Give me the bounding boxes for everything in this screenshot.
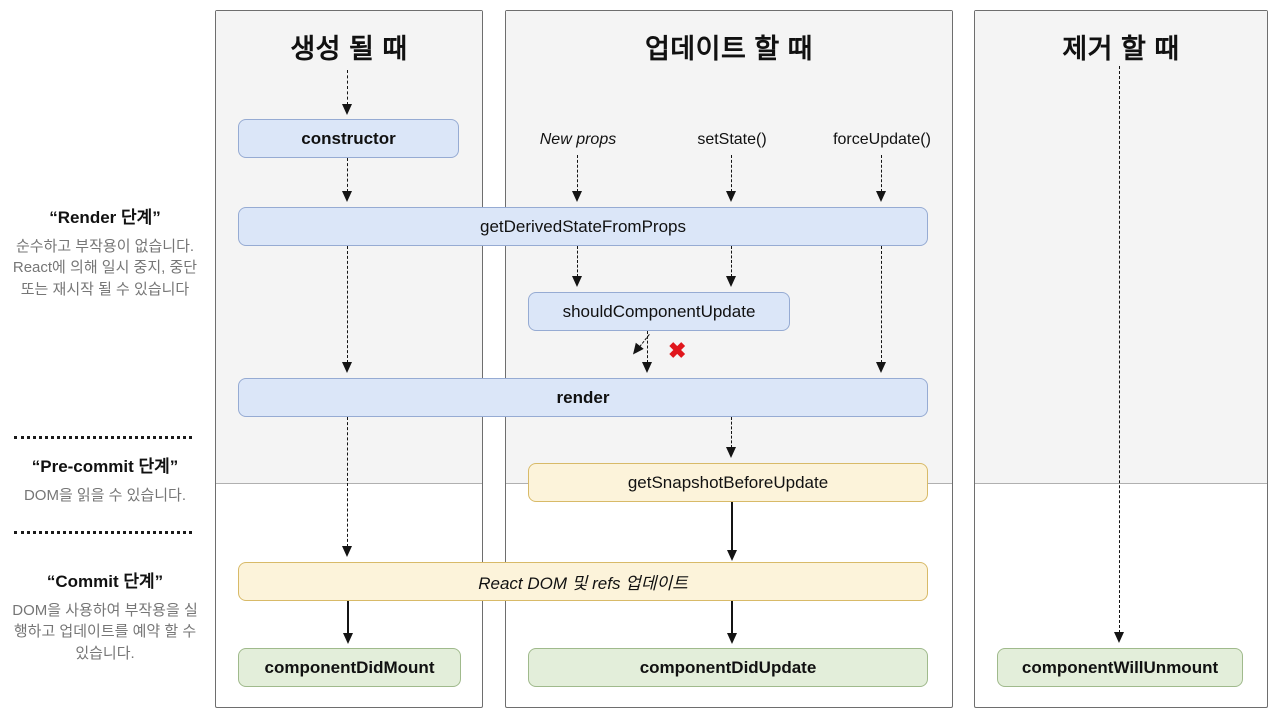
- arrow-constructor-to-gdsfp: [341, 158, 352, 202]
- method-shouldcomponentupdate[interactable]: shouldComponentUpdate: [528, 292, 790, 331]
- method-componentdidmount[interactable]: componentDidMount: [238, 648, 461, 687]
- method-constructor[interactable]: constructor: [238, 119, 459, 158]
- trigger-force-update: forceUpdate(): [833, 131, 931, 148]
- trigger-set-state: setState(): [697, 131, 767, 148]
- phase-render-label: “Render 단계” 순수하고 부작용이 없습니다. React에 의해 일시…: [10, 203, 200, 300]
- arrowhead-icon: [341, 104, 352, 115]
- arrowhead-icon: [342, 633, 353, 644]
- arrowhead-icon: [875, 191, 886, 202]
- arrow-newprops-to-gdsfp: [571, 155, 582, 202]
- method-getsnapshotbeforeupdate[interactable]: getSnapshotBeforeUpdate: [528, 463, 928, 502]
- arrowhead-icon: [571, 276, 582, 287]
- arrow-reactdom-to-componentdidupdate: [726, 601, 737, 644]
- phase-commit-title: “Commit 단계”: [46, 572, 164, 591]
- arrow-render-to-reactdom-mount: [341, 417, 352, 557]
- arrow-forceupdate-to-gdsfp: [875, 155, 886, 202]
- cancel-update-icon: ✖: [668, 338, 687, 363]
- arrow-gdsfp-to-render-forceupdate: [875, 246, 886, 373]
- panel-unmounting-render-phase-area: [975, 11, 1267, 484]
- arrow-reactdom-to-componentdidmount: [342, 601, 353, 644]
- arrow-getsnapshot-to-reactdom: [726, 502, 737, 561]
- panel-unmounting: 제거 할 때: [974, 10, 1268, 708]
- arrow-gdsfp-to-scu-right: [725, 246, 736, 287]
- arrowhead-icon: [725, 447, 736, 458]
- phase-render-description: 순수하고 부작용이 없습니다. React에 의해 일시 중지, 중단 또는 재…: [12, 238, 198, 298]
- phase-render-title: “Render 단계”: [49, 208, 161, 227]
- phase-precommit-label: “Pre-commit 단계” DOM을 읽을 수 있습니다.: [10, 452, 200, 506]
- arrowhead-icon: [641, 362, 652, 373]
- trigger-new-props: New props: [539, 131, 617, 148]
- method-componentwillunmount[interactable]: componentWillUnmount: [997, 648, 1243, 687]
- phase-precommit-description: DOM을 읽을 수 있습니다.: [23, 487, 187, 504]
- method-componentdidupdate[interactable]: componentDidUpdate: [528, 648, 928, 687]
- arrowhead-icon: [571, 191, 582, 202]
- phase-divider-top: [14, 436, 192, 439]
- step-react-dom-refs-update: React DOM 및 refs 업데이트: [238, 562, 928, 601]
- arrowhead-icon: [1113, 632, 1124, 643]
- method-render[interactable]: render: [238, 378, 928, 417]
- arrow-gdsfp-to-scu-left: [571, 246, 582, 287]
- panel-unmounting-title: 제거 할 때: [1062, 34, 1180, 64]
- phase-commit-description: DOM을 사용하여 부작용을 실행하고 업데이트를 예약 할 수 있습니다.: [12, 602, 198, 662]
- arrowhead-icon: [725, 191, 736, 202]
- arrow-mount-start-to-constructor: [341, 70, 352, 115]
- arrow-setstate-to-gdsfp: [725, 155, 736, 202]
- arrowhead-icon: [341, 546, 352, 557]
- arrow-gdsfp-to-render-mount: [341, 246, 352, 373]
- phase-precommit-title: “Pre-commit 단계”: [31, 457, 179, 476]
- arrow-unmount-to-componentwillunmount: [1113, 66, 1124, 643]
- panel-mounting-title: 생성 될 때: [290, 34, 408, 64]
- arrowhead-icon: [875, 362, 886, 373]
- phase-divider-bottom: [14, 531, 192, 534]
- arrowhead-icon: [341, 362, 352, 373]
- arrowhead-icon: [726, 550, 737, 561]
- arrow-render-to-getsnapshot: [725, 417, 736, 458]
- arrowhead-icon: [725, 276, 736, 287]
- phase-commit-label: “Commit 단계” DOM을 사용하여 부작용을 실행하고 업데이트를 예약…: [10, 567, 200, 664]
- arrow-scu-to-render: [641, 331, 652, 373]
- arrowhead-icon: [726, 633, 737, 644]
- method-getderivedstatefromprops[interactable]: getDerivedStateFromProps: [238, 207, 928, 246]
- panel-updating-title: 업데이트 할 때: [644, 34, 814, 64]
- panel-updating: 업데이트 할 때: [505, 10, 953, 708]
- arrowhead-icon: [341, 191, 352, 202]
